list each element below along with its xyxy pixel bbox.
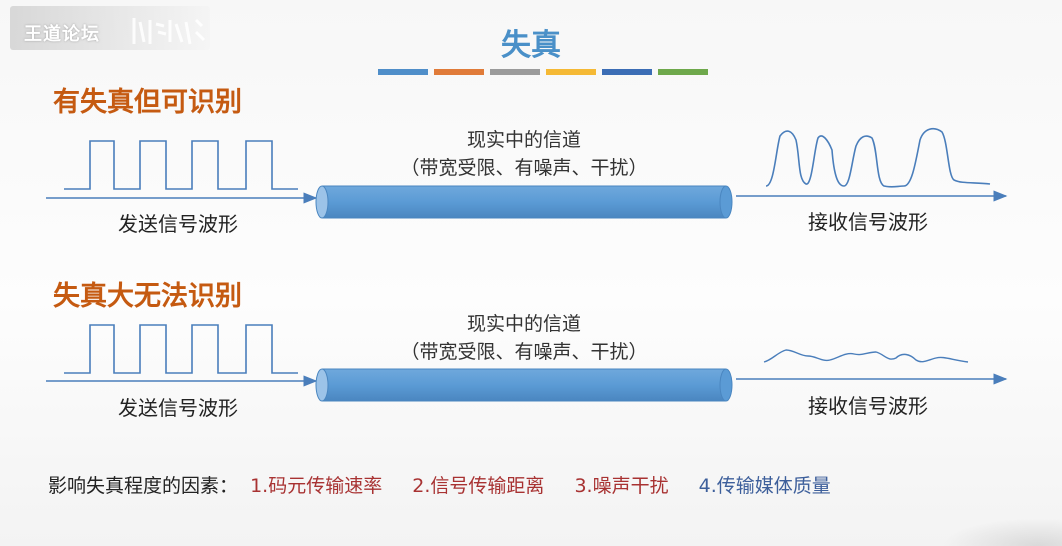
accent-bar-3 (490, 69, 540, 75)
accent-bar-2 (434, 69, 484, 75)
watermark-text: 王道论坛 (24, 24, 100, 45)
section-2-channel-pipe (315, 368, 733, 402)
section-2-channel-text: 现实中的信道 （带宽受限、有噪声、干扰） (322, 310, 726, 366)
corner-decoration (942, 518, 1062, 546)
accent-bar-5 (602, 69, 652, 75)
section-1-heading: 有失真但可识别 (53, 87, 242, 118)
section-1-channel-line1: 现实中的信道 (466, 129, 581, 151)
factor-3: 3.噪声干扰 (574, 475, 669, 497)
page-title: 失真 (501, 28, 561, 63)
section-1-channel-text: 现实中的信道 （带宽受限、有噪声、干扰） (322, 126, 726, 182)
section-2-send-waveform (64, 324, 298, 374)
section-1-channel-pipe (315, 185, 733, 219)
section-2-recv-waveform (763, 349, 969, 363)
section-2-recv-label: 接收信号波形 (808, 394, 928, 418)
watermark-logo-icon (132, 18, 206, 45)
section-2-send-label: 发送信号波形 (118, 396, 238, 420)
section-2-channel-line2: （带宽受限、有噪声、干扰） (400, 341, 648, 363)
factor-1: 1.码元传输速率 (250, 475, 383, 497)
section-1-channel-line2: （带宽受限、有噪声、干扰） (400, 157, 648, 179)
section-1-send-waveform (64, 140, 298, 190)
factor-4: 4.传输媒体质量 (698, 475, 831, 497)
section-1-recv-waveform (765, 127, 991, 188)
factor-2: 2.信号传输距离 (412, 475, 545, 497)
accent-bar-4 (546, 69, 596, 75)
section-1-recv-label: 接收信号波形 (808, 210, 928, 234)
section-1-send-label: 发送信号波形 (118, 212, 238, 236)
accent-bar-1 (378, 69, 428, 75)
factors-prefix: 影响失真程度的因素： (48, 475, 239, 497)
section-2-heading: 失真大无法识别 (53, 281, 242, 312)
section-2-channel-line1: 现实中的信道 (466, 313, 581, 335)
distortion-factors: 影响失真程度的因素： 1.码元传输速率 2.信号传输距离 3.噪声干扰 4.传输… (48, 471, 855, 498)
accent-bar-6 (658, 69, 708, 75)
watermark: 王道论坛 (10, 6, 210, 50)
